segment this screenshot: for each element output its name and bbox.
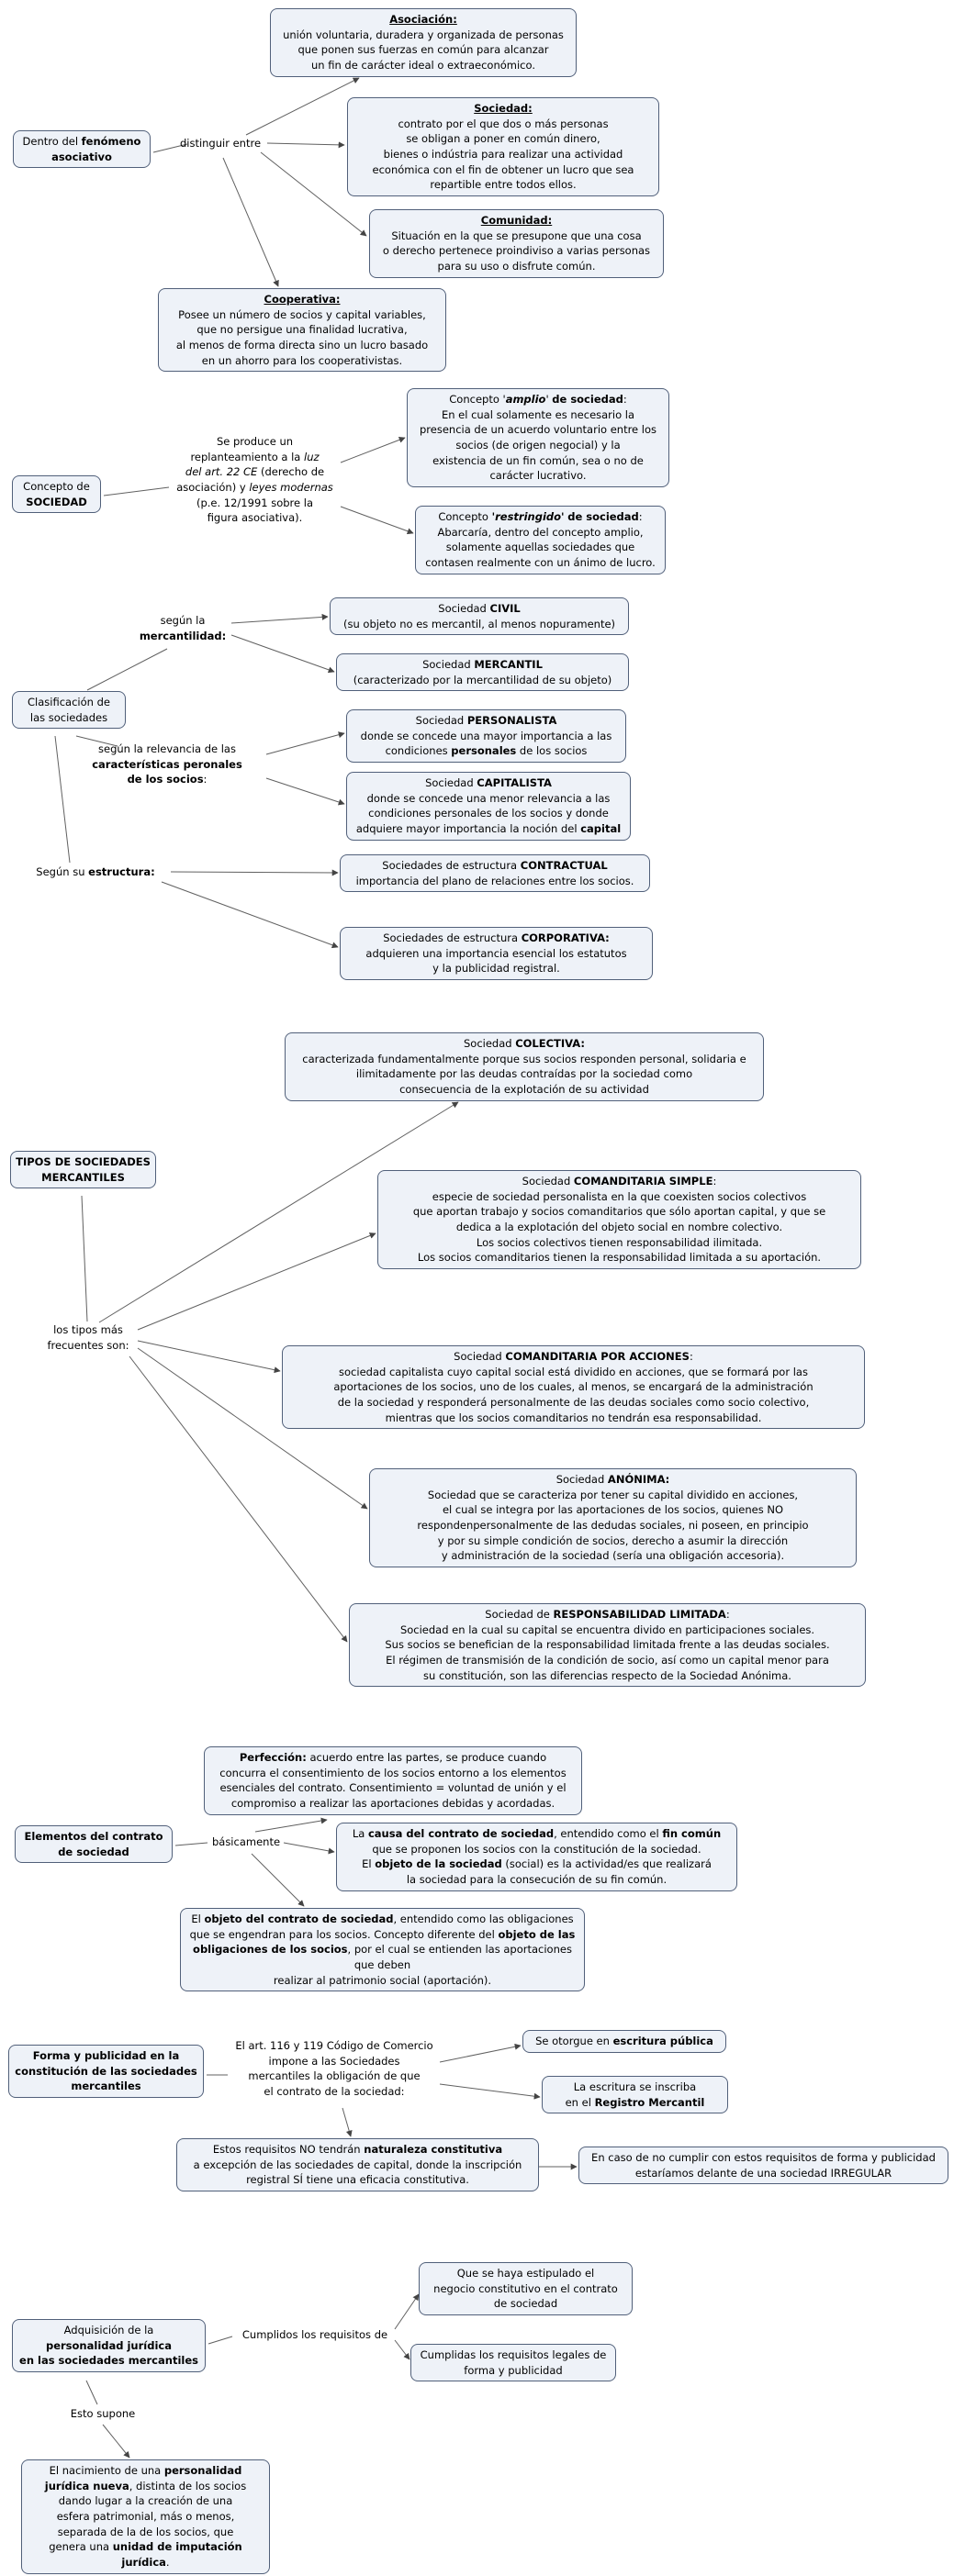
link-label-esto-supone[interactable]: Esto supone [70,2407,136,2420]
node-sociedad-civil[interactable]: Sociedad CIVIL(su objeto no es mercantil… [330,597,629,636]
node-sociedad-irregular[interactable]: En caso de no cumplir con estos requisit… [578,2147,948,2185]
node-comunidad[interactable]: Comunidad:Situación en la que se presupo… [369,209,664,278]
node-sociedad-anonima[interactable]: Sociedad ANÓNIMA:Sociedad que se caracte… [369,1468,857,1568]
link-label-basicamente[interactable]: básicamente [211,1835,281,1848]
node-comanditaria-simple[interactable]: Sociedad COMANDITARIA SIMPLE:especie de … [377,1170,861,1270]
link-label-segun-estructura[interactable]: Según su estructura: [36,865,155,878]
node-concepto-restringido[interactable]: Concepto 'restringido' de sociedad:Abarc… [415,506,666,574]
node-perfeccion[interactable]: Perfección: acuerdo entre las partes, se… [204,1746,582,1815]
node-sociedad-colectiva[interactable]: Sociedad COLECTIVA:caracterizada fundame… [285,1032,764,1101]
node-asociacion[interactable]: Asociación:unión voluntaria, duradera y … [270,8,577,77]
link-label-cumplidos-requisitos[interactable]: Cumplidos los requisitos de [241,2328,388,2341]
node-objeto-contrato[interactable]: El objeto del contrato de sociedad, ente… [180,1908,585,1992]
node-cooperativa[interactable]: Cooperativa:Posee un número de socios y … [158,288,446,373]
node-comanditaria-por-acciones[interactable]: Sociedad COMANDITARIA POR ACCIONES:socie… [282,1345,865,1430]
node-sociedad[interactable]: Sociedad:contrato por el que dos o más p… [347,97,659,197]
node-causa-contrato[interactable]: La causa del contrato de sociedad, enten… [336,1823,737,1891]
node-sociedad-mercantil[interactable]: Sociedad MERCANTIL(caracterizado por la … [336,653,629,692]
node-estructura-corporativa[interactable]: Sociedades de estructura CORPORATIVA:adq… [340,927,653,981]
link-label-distinguir-entre[interactable]: distinguir entre [179,137,262,150]
node-requisitos-no-constitutivos[interactable]: Estos requisitos NO tendrán naturaleza c… [176,2138,539,2192]
node-escritura-publica[interactable]: Se otorgue en escritura pública [522,2030,726,2053]
node-concepto-amplio[interactable]: Concepto 'amplio' de sociedad:En el cual… [407,388,669,488]
node-responsabilidad-limitada[interactable]: Sociedad de RESPONSABILIDAD LIMITADA:Soc… [349,1603,866,1688]
